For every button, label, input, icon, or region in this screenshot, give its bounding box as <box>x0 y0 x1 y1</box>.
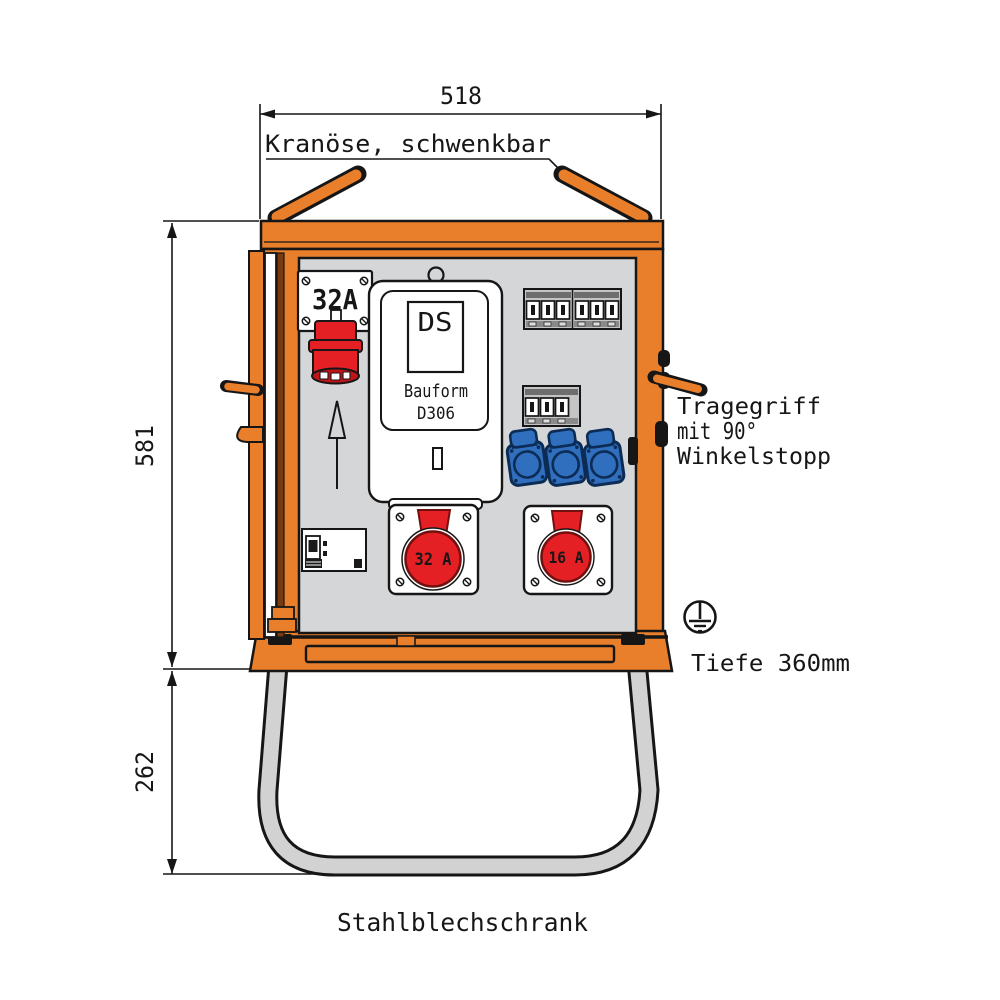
up-arrow-icon <box>327 400 347 489</box>
cabinet-title: Stahlblechschrank <box>337 908 588 937</box>
top-rail <box>259 219 665 251</box>
door-hinge-bracket-bottom2 <box>267 618 297 633</box>
width-dimension-value: 518 <box>440 82 482 110</box>
door-hinge-bracket-bottom <box>271 606 295 620</box>
earth-ground-icon <box>683 600 717 634</box>
crane-eye-left <box>267 165 367 227</box>
cee-socket-16a-rating: 16 A <box>549 548 584 567</box>
height-upper-value: 581 <box>131 425 159 467</box>
svg-text:Kranöse, schwenkbar: Kranöse, schwenkbar <box>265 130 551 158</box>
door-hinge-pin-upper <box>220 380 264 396</box>
cee-socket-32a-rating: 32 A <box>415 550 452 570</box>
leg-clamp-right <box>621 634 645 645</box>
height-lower-value: 262 <box>131 751 159 793</box>
door-profile <box>220 250 297 640</box>
cee-inlet-32a: 32A <box>296 269 374 385</box>
crane-eye-label: Kranöse, schwenkbar <box>265 130 562 172</box>
carry-handle-pin <box>647 370 708 397</box>
depth-label: Tiefe 360mm <box>691 651 850 677</box>
component-box <box>301 528 367 572</box>
cabinet-base <box>248 629 674 673</box>
mcb-block-6pole <box>523 288 622 330</box>
panel-latch-inner <box>628 437 638 465</box>
crane-eye-right <box>553 165 653 227</box>
svg-text:mit 90°: mit 90° <box>677 419 757 445</box>
height-dimension-upper: 581 <box>131 220 259 667</box>
meter-type-label: DS <box>418 308 453 338</box>
meter-bauform-label: Bauform <box>404 381 468 402</box>
cee-socket-32a: 32 A <box>387 503 480 596</box>
width-dimension: 518 <box>259 82 662 219</box>
energy-meter: DS Bauform D306 <box>367 266 504 510</box>
meter-seal-slot <box>432 447 443 470</box>
base-latch <box>396 635 416 647</box>
cee-socket-16a: 16 A <box>522 504 614 596</box>
door-hinge-pin-lower <box>236 426 264 443</box>
mcb-block-3pole <box>522 385 581 427</box>
handle-label: Tragegriff mit 90° Winkelstopp <box>677 394 831 470</box>
svg-text:Tragegriff: Tragegriff <box>677 394 821 420</box>
cee-inlet-plug <box>308 320 363 385</box>
meter-model-label: D306 <box>417 404 455 424</box>
svg-text:Winkelstopp: Winkelstopp <box>677 444 831 470</box>
tube-stand <box>257 639 660 877</box>
meter-window <box>406 300 465 374</box>
